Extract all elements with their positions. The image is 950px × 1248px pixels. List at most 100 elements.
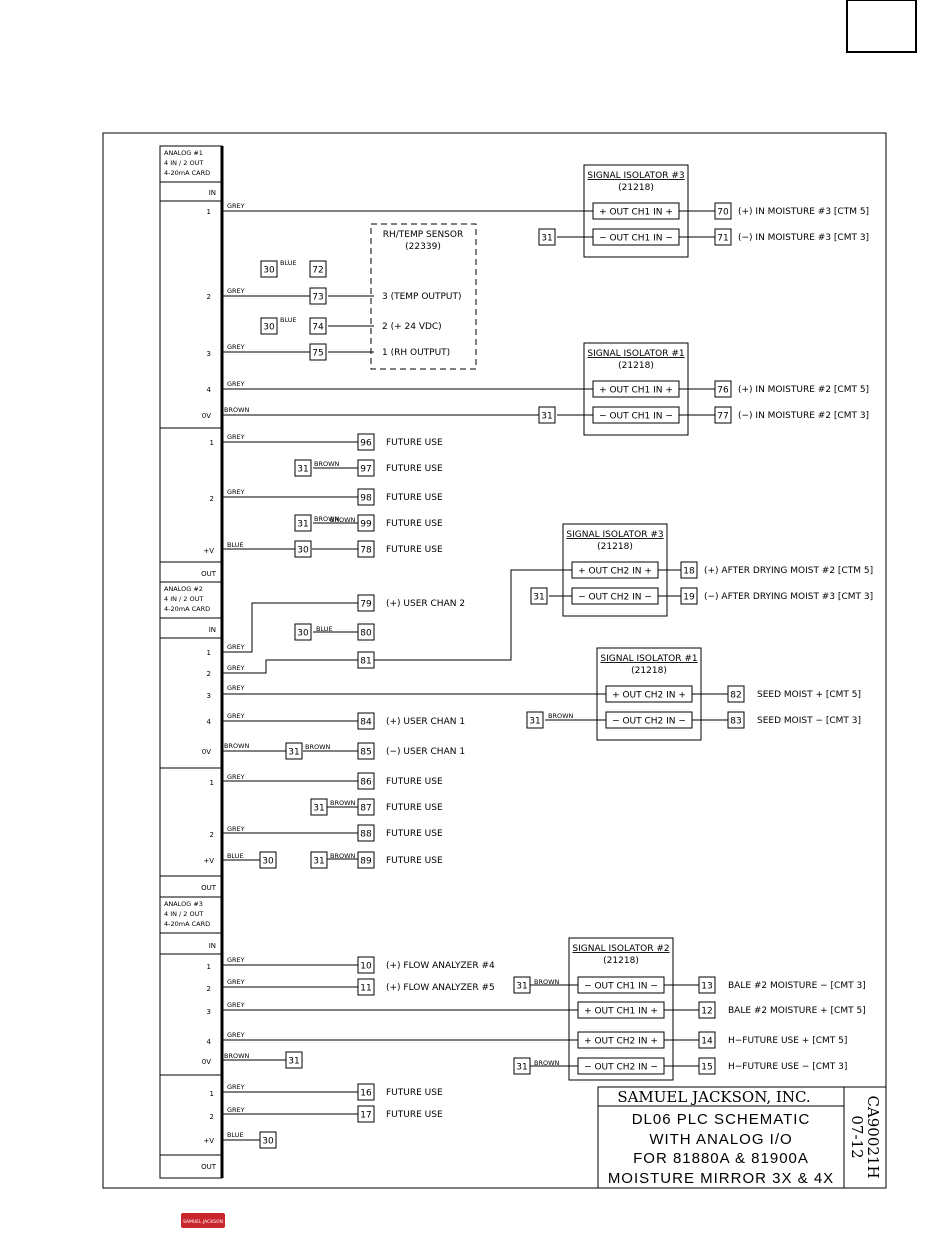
terminal-number: 75 bbox=[312, 349, 323, 359]
terminal-box bbox=[357, 433, 375, 451]
terminal-description: (+) IN MOISTURE #3 [CTM 5] bbox=[738, 207, 869, 217]
terminal-number: 79 bbox=[360, 600, 372, 610]
terminal-description: (+) USER CHAN 2 bbox=[386, 599, 465, 609]
wire-color-label: BLUE bbox=[227, 541, 244, 549]
terminal-box bbox=[309, 287, 327, 305]
card-terminal-label: 4 bbox=[207, 718, 212, 726]
isolator-channel bbox=[577, 976, 665, 994]
card-in-label: IN bbox=[209, 626, 216, 634]
terminal-box bbox=[285, 742, 303, 760]
isolator-channel-label: − OUT CH2 IN − bbox=[578, 593, 652, 603]
isolator-channel bbox=[577, 1031, 665, 1049]
terminal-number: 88 bbox=[360, 830, 372, 840]
signal-isolator bbox=[568, 937, 674, 1081]
terminal-box bbox=[357, 772, 375, 790]
terminal-box bbox=[357, 1083, 375, 1101]
isolator-channel-label: − OUT CH1 IN − bbox=[599, 234, 673, 244]
terminal-number: 83 bbox=[730, 717, 741, 727]
terminal-box bbox=[357, 798, 375, 816]
terminal-description: (−) AFTER DRYING MOIST #3 [CMT 3] bbox=[704, 592, 873, 602]
terminal-number: 10 bbox=[360, 962, 372, 972]
terminal-number: 31 bbox=[533, 593, 544, 603]
terminal-description: FUTURE USE bbox=[386, 829, 443, 839]
wire-color-label: BLUE bbox=[227, 852, 244, 860]
card-out-label: OUT bbox=[201, 1163, 217, 1171]
drawing-title-line: FOR 81880A & 81900A bbox=[633, 1150, 809, 1167]
card-in-label: IN bbox=[209, 942, 216, 950]
terminal-box bbox=[260, 317, 278, 335]
isolator-channel bbox=[577, 1057, 665, 1075]
terminal-box bbox=[309, 260, 327, 278]
card-terminal-label: +V bbox=[203, 547, 214, 555]
wire-color-label: GREY bbox=[227, 287, 245, 295]
terminal-number: 19 bbox=[683, 593, 695, 603]
wire-color-label: BROWN bbox=[330, 852, 356, 860]
card-terminal-label: 2 bbox=[207, 670, 211, 678]
terminal-description: BALE #2 MOISTURE − [CMT 3] bbox=[728, 981, 866, 991]
terminal-box bbox=[357, 540, 375, 558]
terminal-number: 89 bbox=[360, 857, 372, 867]
isolator-channel bbox=[592, 406, 680, 424]
sensor-pin-label: 1 (RH OUTPUT) bbox=[382, 348, 450, 358]
wire-color-label: BROWN bbox=[534, 1059, 560, 1067]
signal-isolator bbox=[583, 164, 689, 258]
terminal-box bbox=[526, 711, 544, 729]
card-out-label: OUT bbox=[201, 570, 217, 578]
isolator-channel bbox=[592, 380, 680, 398]
terminal-description: H−FUTURE USE − [CMT 3] bbox=[728, 1062, 847, 1072]
terminal-box bbox=[698, 1031, 716, 1049]
rh-temp-sensor bbox=[370, 223, 477, 370]
terminal-box bbox=[357, 594, 375, 612]
isolator-channel-label: + OUT CH2 IN + bbox=[584, 1037, 658, 1047]
drawing-number: CA90021H bbox=[864, 1095, 882, 1178]
card-title-line: 4 IN / 2 OUT bbox=[164, 595, 203, 603]
terminal-number: 17 bbox=[360, 1111, 371, 1121]
card-title-line: 4-20mA CARD bbox=[164, 920, 210, 928]
terminal-box bbox=[294, 623, 312, 641]
terminal-box bbox=[309, 343, 327, 361]
corner-box bbox=[846, 0, 917, 53]
card-title-line: ANALOG #2 bbox=[164, 585, 203, 593]
wire-color-label: BLUE bbox=[316, 625, 333, 633]
terminal-description: FUTURE USE bbox=[386, 803, 443, 813]
card-terminal-label: 2 bbox=[210, 495, 214, 503]
card-title-line: 4-20mA CARD bbox=[164, 605, 210, 613]
terminal-box bbox=[309, 317, 327, 335]
plc-card bbox=[159, 896, 223, 1179]
terminal-description: SEED MOIST + [CMT 5] bbox=[757, 690, 861, 700]
terminal-box bbox=[680, 561, 698, 579]
terminal-box bbox=[727, 685, 745, 703]
card-terminal-label: 2 bbox=[210, 1113, 214, 1121]
wire-line bbox=[374, 569, 572, 661]
terminal-description: FUTURE USE bbox=[386, 1110, 443, 1120]
terminal-number: 31 bbox=[297, 520, 308, 530]
terminal-number: 82 bbox=[730, 691, 741, 701]
terminal-description: FUTURE USE bbox=[386, 493, 443, 503]
card-terminal-label: 2 bbox=[207, 985, 211, 993]
isolator-channel-label: + OUT CH1 IN + bbox=[599, 386, 673, 396]
terminal-number: 77 bbox=[717, 412, 728, 422]
wire-color-label: BROWN bbox=[224, 742, 250, 750]
wire-color-label: BROWN bbox=[305, 743, 331, 751]
terminal-box bbox=[357, 514, 375, 532]
terminal-box bbox=[357, 651, 375, 669]
wire-color-label: GREY bbox=[227, 1001, 245, 1009]
isolator-title: SIGNAL ISOLATOR #3 bbox=[587, 171, 684, 181]
terminal-box bbox=[357, 488, 375, 506]
wire-color-label: BROWN bbox=[314, 460, 340, 468]
card-title-line: ANALOG #1 bbox=[164, 149, 203, 157]
isolator-channel-label: − OUT CH1 IN − bbox=[584, 982, 658, 992]
card-terminal-label: 0V bbox=[202, 412, 211, 420]
card-out-label: OUT bbox=[201, 884, 217, 892]
terminal-box bbox=[357, 851, 375, 869]
terminal-number: 30 bbox=[262, 857, 274, 867]
isolator-part: (21218) bbox=[631, 666, 667, 676]
plc-card bbox=[159, 145, 223, 583]
terminal-number: 80 bbox=[360, 629, 372, 639]
card-terminal-label: +V bbox=[203, 1137, 214, 1145]
terminal-number: 13 bbox=[701, 982, 712, 992]
terminal-box bbox=[357, 459, 375, 477]
terminal-box bbox=[727, 711, 745, 729]
card-terminal-label: 0V bbox=[202, 748, 211, 756]
card-terminal-label: +V bbox=[203, 857, 214, 865]
